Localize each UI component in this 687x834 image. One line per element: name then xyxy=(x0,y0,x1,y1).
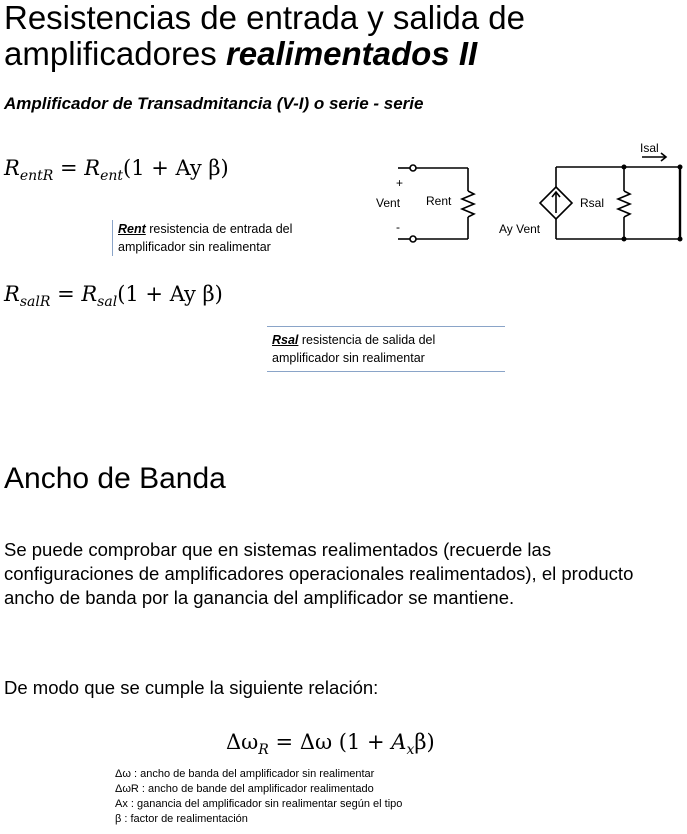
note-rent-text: resistencia de entrada del xyxy=(145,222,293,236)
vent-label: Vent xyxy=(376,196,401,210)
section-title-bandwidth: Ancho de Banda xyxy=(4,462,226,495)
note-rsal: Rsal resistencia de salida del amplifica… xyxy=(267,326,505,372)
amplifier-type-heading: Amplificador de Transadmitancia (V-I) o … xyxy=(4,94,424,113)
plus-sign: + xyxy=(396,176,403,190)
note-rent-line2: amplificador sin realimentar xyxy=(118,240,271,254)
page-title: Resistencias de entrada y salida de ampl… xyxy=(4,0,525,72)
eq-salr-lhs-var: R xyxy=(4,282,20,306)
eq-salr-rhs-sub: sal xyxy=(97,294,118,310)
eq-salr-rhs-factor: (1 + Ay β) xyxy=(117,282,223,306)
legend-item: ΔωR : ancho de bande del amplificador re… xyxy=(115,783,374,795)
symbol-legend: Δω : ancho de banda del amplificador sin… xyxy=(115,767,402,827)
isal-label: Isal xyxy=(640,141,659,155)
eq-entr-lhs-sub: entR xyxy=(19,168,54,184)
note-rent: Rent resistencia de entrada del amplific… xyxy=(112,220,292,256)
rent-resistor-icon xyxy=(459,190,477,218)
eq-salr-equals: = xyxy=(57,282,75,306)
title-line-2-plain: amplificadores xyxy=(4,35,226,72)
rsal-resistor-icon xyxy=(615,190,633,218)
eq-bw-lhs-sub: R xyxy=(258,742,269,758)
eq-bw-equals: = xyxy=(275,730,294,754)
title-line-2: amplificadores realimentados II xyxy=(4,36,525,72)
eq-bw-rhs: Δω (1 + xyxy=(299,730,392,754)
relation-intro: De modo que se cumple la siguiente relac… xyxy=(4,677,379,698)
eq-salr-lhs-sub: salR xyxy=(19,294,51,310)
eq-salr-rhs-var: R xyxy=(81,282,98,306)
output-circuit xyxy=(538,152,682,240)
eq-bw-rhs-sub: x xyxy=(406,742,415,758)
note-rsal-line2: amplificador sin realimentar xyxy=(272,351,425,365)
eq-entr-rhs-sub: ent xyxy=(100,168,124,184)
title-line-1: Resistencias de entrada y salida de xyxy=(4,0,525,36)
equation-bandwidth: ΔωR = Δω (1 + Axβ) xyxy=(226,730,435,758)
eq-entr-rhs-factor: (1 + Ay β) xyxy=(123,156,229,180)
note-rsal-key: Rsal xyxy=(272,333,299,347)
title-emphasis: realimentados II xyxy=(225,35,478,72)
rsal-label: Rsal xyxy=(580,196,604,210)
eq-bw-rhs-end: β) xyxy=(414,730,435,754)
circuit-diagram: + Vent Rent - Isal Rsal Ay Vent xyxy=(376,141,683,243)
legend-item: Ax : ganancia del amplificador sin reali… xyxy=(115,798,403,810)
bandwidth-paragraph: Se puede comprobar que en sistemas reali… xyxy=(4,539,634,608)
legend-item: β : factor de realimentación xyxy=(115,813,248,825)
eq-bw-lhs: Δω xyxy=(226,730,259,754)
eq-entr-equals: = xyxy=(59,156,78,180)
equation-input-resistance: RentR = Rent(1 + Ay β) xyxy=(4,156,229,184)
eq-entr-lhs-var: R xyxy=(4,156,20,180)
input-circuit xyxy=(398,164,477,243)
equation-output-resistance: RsalR = Rsal(1 + Ay β) xyxy=(4,282,223,310)
note-rsal-text: resistencia de salida del xyxy=(298,333,436,347)
note-rent-key: Rent xyxy=(118,222,146,236)
eq-bw-rhs-var: A xyxy=(391,730,407,754)
legend-item: Δω : ancho de banda del amplificador sin… xyxy=(115,768,375,780)
ayvent-label: Ay Vent xyxy=(499,222,541,236)
eq-entr-rhs-var: R xyxy=(84,156,101,180)
minus-sign: - xyxy=(396,220,400,234)
rent-label: Rent xyxy=(426,194,452,208)
